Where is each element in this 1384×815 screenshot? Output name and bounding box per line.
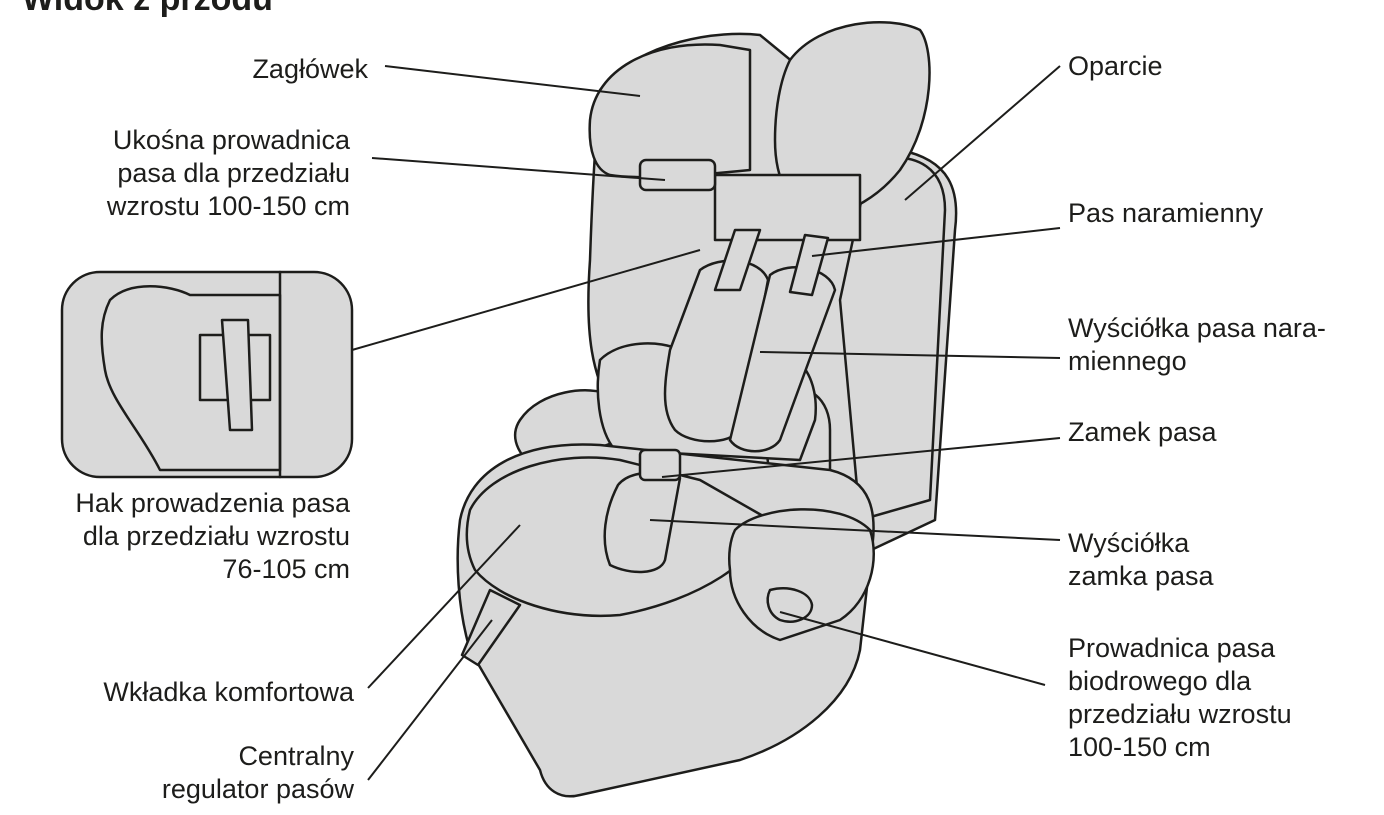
label-shoulder-pad: Wyściółka pasa nara- miennego [1068,312,1326,378]
label-backrest: Oparcie [1068,50,1163,83]
leader-central-adjuster [368,620,492,780]
label-hook-guide: Hak prowadzenia pasa dla przedziału wzro… [75,487,350,586]
headrest [590,44,750,177]
label-headrest: Zagłówek [252,53,368,86]
label-diagonal-guide: Ukośna prowadnica pasa dla przedziału wz… [107,124,350,223]
lap-guide-notch [768,588,812,621]
leader-headrest [385,66,640,96]
label-lap-guide: Prowadnica pasa biodrowego dla przedział… [1068,632,1292,764]
label-shoulder-belt: Pas naramienny [1068,197,1263,230]
label-comfort-insert: Wkładka komfortowa [103,676,354,709]
label-buckle-pad: Wyściółka zamka pasa [1068,527,1214,593]
diagonal-guide-clip [640,160,715,190]
page-title: Widok z przodu [22,0,273,19]
label-buckle: Zamek pasa [1068,416,1217,449]
label-central-adjuster: Centralny regulator pasów [162,740,354,806]
